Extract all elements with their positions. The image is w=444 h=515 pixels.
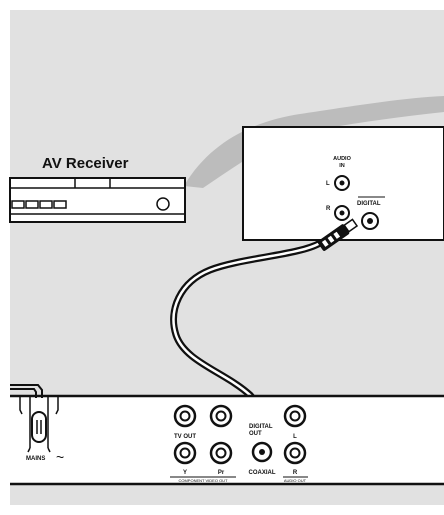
receiver-digital-jack — [361, 212, 379, 230]
audio-out-left-jack — [283, 404, 307, 428]
tv-out-jack — [173, 404, 197, 428]
receiver-button — [39, 200, 53, 209]
receiver-volume-knob — [156, 197, 170, 211]
mains-socket — [31, 411, 47, 443]
mains-ac-symbol: ~ — [56, 449, 64, 465]
component-video-out-label: COMPONENT VIDEO OUT — [178, 478, 228, 483]
av-receiver-unit — [9, 177, 186, 223]
receiver-button — [53, 200, 67, 209]
receiver-button — [25, 200, 39, 209]
cable-plug-top — [317, 218, 359, 251]
digital-out-label-1: DIGITAL — [249, 424, 273, 430]
audio-out-right-jack — [283, 441, 307, 465]
component-y-jack — [173, 441, 197, 465]
receiver-button — [11, 200, 25, 209]
receiver-audio-left-jack — [334, 175, 350, 191]
component-pr-jack — [209, 441, 233, 465]
audio-in-label-2: IN — [339, 163, 345, 169]
zoom-projection-shadow — [184, 96, 444, 188]
receiver-right-label: R — [326, 206, 331, 212]
tv-out-label: TV OUT — [174, 434, 196, 440]
coaxial-label: COAXIAL — [249, 470, 276, 476]
mains-cord — [10, 384, 59, 453]
coaxial-jack — [251, 441, 273, 463]
audio-out-left-label: L — [293, 434, 297, 440]
audio-out-right-label: R — [293, 470, 298, 476]
component-pr-label: Pr — [218, 470, 225, 476]
receiver-audio-right-jack — [334, 205, 350, 221]
audio-out-label: AUDIO OUT — [284, 478, 307, 483]
receiver-digital-label: DIGITAL — [357, 201, 381, 207]
receiver-title: AV Receiver — [42, 155, 129, 172]
mains-label: MAINS — [26, 456, 45, 462]
digital-out-label-2: OUT — [249, 431, 262, 437]
component-y-label: Y — [183, 470, 187, 476]
receiver-rear-panel-zoom: AUDIO IN L R DIGITAL — [242, 126, 444, 241]
receiver-left-label: L — [326, 181, 330, 187]
player-rear-panel: MAINS ~ TV OUT Y Pr COMPONENT VIDEO OUT … — [10, 384, 444, 486]
audio-in-label-1: AUDIO — [333, 156, 351, 162]
component-jack-2 — [209, 404, 233, 428]
